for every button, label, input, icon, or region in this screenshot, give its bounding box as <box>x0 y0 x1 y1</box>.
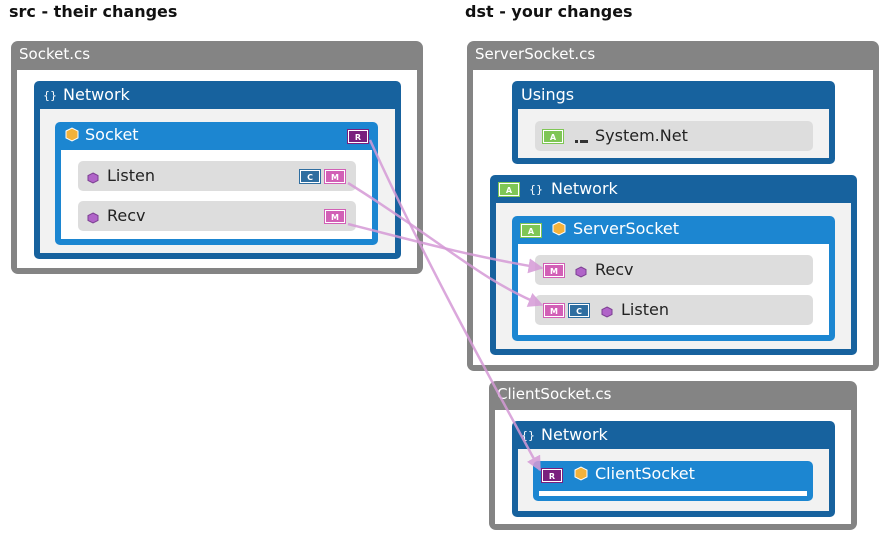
class-icon <box>550 221 568 241</box>
class-title: ClientSocket <box>595 464 695 483</box>
class-body <box>539 491 807 496</box>
member-recv[interactable]: M Recv <box>535 255 813 285</box>
badge-M: M <box>324 169 346 184</box>
class-title: ServerSocket <box>573 219 680 238</box>
using-system-net[interactable]: A System.Net <box>535 121 813 151</box>
namespace-title: Network <box>541 425 608 444</box>
namespace-title: Network <box>551 179 618 198</box>
member-recv[interactable]: Recv M <box>78 201 356 231</box>
class-clientsocket[interactable]: R ClientSocket <box>533 461 813 501</box>
method-icon <box>575 263 587 282</box>
namespace-icon: {} <box>42 87 58 107</box>
badge-C: C <box>299 169 321 184</box>
class-title: Socket <box>85 125 139 144</box>
method-icon <box>601 303 613 322</box>
badge-A: A <box>520 223 542 238</box>
badge-R: R <box>541 468 563 483</box>
src-heading: src - their changes <box>9 2 178 21</box>
member-listen[interactable]: Listen C M <box>78 161 356 191</box>
member-label: System.Net <box>595 126 688 145</box>
class-icon <box>572 466 590 486</box>
svg-text:{}: {} <box>43 89 57 102</box>
member-label: Recv <box>595 260 634 279</box>
badge-M: M <box>543 303 565 318</box>
class-icon <box>63 127 81 147</box>
namespace-icon: {} <box>528 181 544 201</box>
member-label: Listen <box>621 300 669 319</box>
method-icon <box>87 169 99 188</box>
namespace-title: Network <box>63 85 130 104</box>
svg-text:{}: {} <box>521 429 535 442</box>
badge-M: M <box>324 209 346 224</box>
badge-M: M <box>543 263 565 278</box>
file-title: Socket.cs <box>19 45 91 63</box>
member-label: Listen <box>107 166 155 185</box>
using-icon <box>575 131 589 150</box>
badge-C: C <box>568 303 590 318</box>
badge-A: A <box>498 182 520 197</box>
badge-A: A <box>542 129 564 144</box>
file-title: ClientSocket.cs <box>497 385 612 403</box>
badge-R: R <box>347 129 369 144</box>
namespace-icon: {} <box>520 427 536 447</box>
member-label: Recv <box>107 206 146 225</box>
method-icon <box>87 209 99 228</box>
dst-heading: dst - your changes <box>465 2 633 21</box>
usings-title: Usings <box>521 85 575 104</box>
file-title: ServerSocket.cs <box>475 45 596 63</box>
member-listen[interactable]: M C Listen <box>535 295 813 325</box>
svg-text:{}: {} <box>529 183 543 196</box>
